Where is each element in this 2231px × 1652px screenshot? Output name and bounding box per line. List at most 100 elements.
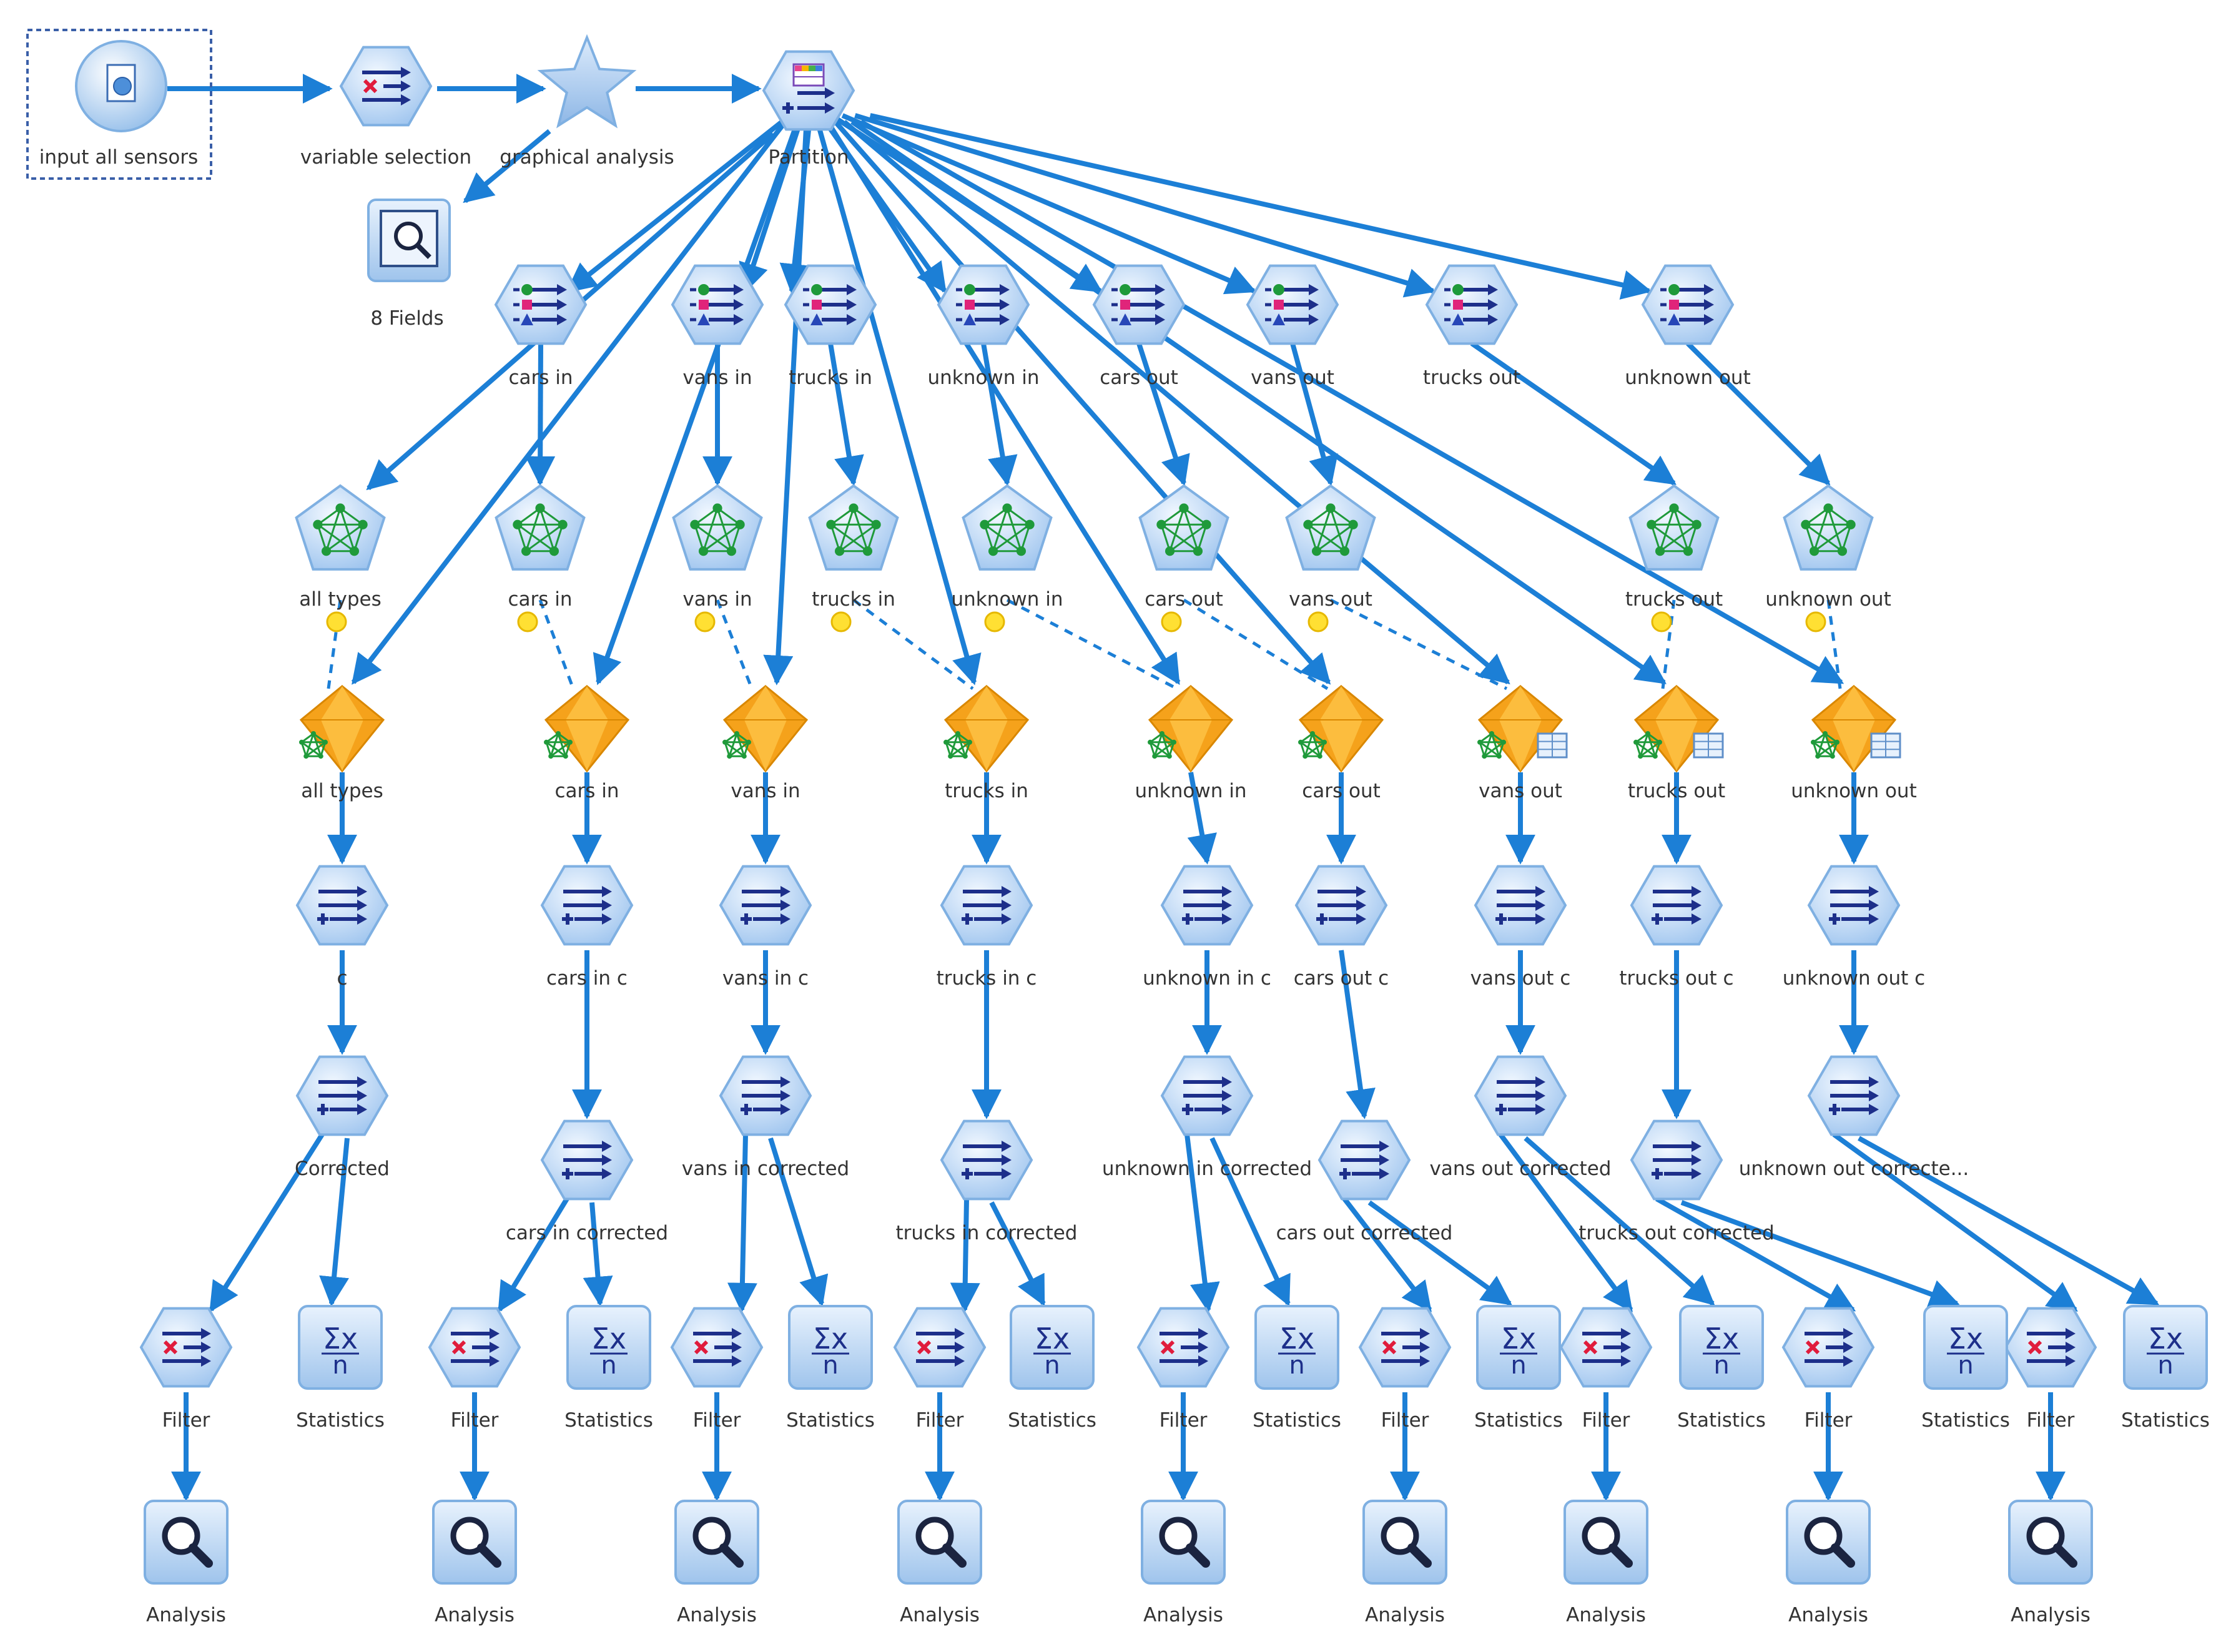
graphical-analysis-node[interactable]: graphical analysis (500, 34, 674, 169)
model-link (1183, 598, 1329, 691)
select-node-1[interactable]: vans in (671, 264, 764, 389)
derive-node-8[interactable]: unknown out c (1783, 865, 1925, 990)
analysis-node-8[interactable]: Analysis (2008, 1500, 2093, 1626)
analysis-node-7[interactable]: Analysis (1786, 1500, 1871, 1626)
nugget-label: cars out (1302, 780, 1381, 802)
model-nugget-5[interactable]: cars out (1298, 685, 1384, 802)
filter-node-4[interactable]: Filter (1136, 1307, 1230, 1432)
select-node-6[interactable]: trucks out (1423, 264, 1520, 389)
connection-arrow (850, 119, 1667, 685)
analysis-node-1[interactable]: Analysis (432, 1500, 517, 1626)
model-nugget-icon (1477, 685, 1564, 773)
derive-corrected-node-6[interactable]: vans out corrected (1430, 1055, 1612, 1180)
filter-node-0[interactable]: Filter (139, 1307, 233, 1432)
analysis-node-5[interactable]: Analysis (1362, 1500, 1447, 1626)
connection-arrow (854, 113, 1436, 298)
derive-corrected-node-5[interactable]: cars out corrected (1276, 1119, 1453, 1244)
derive-node-5[interactable]: cars out c (1294, 865, 1389, 990)
filter-node-3[interactable]: Filter (893, 1307, 987, 1432)
model-nugget-3[interactable]: trucks in (943, 685, 1030, 802)
neural-net-node-4[interactable]: unknown in (952, 484, 1063, 611)
derive-node-2[interactable]: vans in c (719, 865, 812, 990)
model-nugget-1[interactable]: cars in (544, 685, 630, 802)
neural-net-node-1[interactable]: cars in (495, 484, 586, 611)
derive-corrected-node-0[interactable]: Corrected (295, 1055, 390, 1180)
analysis-node-3[interactable]: Analysis (897, 1500, 982, 1626)
filter-node-7[interactable]: Filter (1781, 1307, 1875, 1432)
model-nugget-2[interactable]: vans in (722, 685, 809, 802)
neural-net-node-2[interactable]: vans in (672, 484, 763, 611)
star-icon (537, 34, 637, 129)
connection-arrow (1136, 342, 1190, 486)
select-node-0[interactable]: cars in (494, 264, 588, 389)
connection-arrow (1498, 1133, 1633, 1312)
neural-net-node-5[interactable]: cars out (1138, 484, 1229, 611)
network-badge-icon (722, 731, 751, 759)
filter-node-1[interactable]: Filter (428, 1307, 521, 1432)
derive-corrected-node-8[interactable]: unknown out correcte... (1739, 1055, 1969, 1180)
model-nugget-icon (1633, 685, 1720, 773)
derive-corrected-node-4[interactable]: unknown in corrected (1102, 1055, 1312, 1180)
derive-node-0[interactable]: c (295, 865, 389, 990)
analysis-node-0[interactable]: Analysis (144, 1500, 229, 1626)
derive-node-7[interactable]: trucks out c (1619, 865, 1734, 990)
select-node-7[interactable]: unknown out (1625, 264, 1751, 389)
variable-selection-node[interactable]: variable selection (300, 46, 471, 169)
select-node-5[interactable]: vans out (1246, 264, 1339, 389)
derive-node-3[interactable]: trucks in c (937, 865, 1037, 990)
filter-node-5[interactable]: Filter (1358, 1307, 1452, 1432)
connection-arrow (1858, 1136, 2160, 1306)
model-nugget-0[interactable]: all types (299, 685, 385, 802)
model-nugget-4[interactable]: unknown in (1135, 685, 1247, 802)
derive-label: cars in corrected (506, 1222, 668, 1244)
neural-net-node-0[interactable]: all types (295, 484, 386, 611)
analysis-node-4[interactable]: Analysis (1141, 1500, 1226, 1626)
select-icon (1111, 284, 1165, 325)
select-node-2[interactable]: trucks in (784, 264, 877, 389)
select-node-3[interactable]: unknown in (928, 264, 1040, 389)
analysis-node-6[interactable]: Analysis (1564, 1500, 1648, 1626)
refresh-dot-icon (517, 611, 538, 632)
connection-arrow-to-fields (463, 129, 551, 204)
filter-node-2[interactable]: Filter (670, 1307, 764, 1432)
model-nugget-7[interactable]: trucks out (1628, 685, 1725, 802)
filter-node-8[interactable]: Filter (2004, 1307, 2097, 1432)
derive-corrected-node-3[interactable]: trucks in corrected (896, 1119, 1078, 1244)
partition-label: Partition (768, 146, 849, 169)
analysis-node-2[interactable]: Analysis (674, 1500, 759, 1626)
connection-arrow (763, 121, 809, 686)
neural-net-node-8[interactable]: unknown out (1765, 484, 1891, 611)
select-node-4[interactable]: cars out (1092, 264, 1186, 389)
derive-label: trucks in c (937, 967, 1037, 990)
connection-arrow (828, 343, 864, 486)
source-node[interactable]: input all sensors (26, 29, 212, 180)
derive-corrected-node-2[interactable]: vans in corrected (682, 1055, 849, 1180)
derive-node-6[interactable]: vans out c (1470, 865, 1571, 990)
derive-node-1[interactable]: cars in c (540, 865, 634, 990)
model-nugget-6[interactable]: vans out (1477, 685, 1568, 802)
model-label: vans in (682, 588, 752, 611)
neural-net-node-6[interactable]: vans out (1285, 484, 1376, 611)
connection-arrow (825, 120, 1181, 686)
filter-label: Filter (1160, 1409, 1208, 1432)
filter-node-6[interactable]: Filter (1559, 1307, 1653, 1432)
fields-node[interactable]: 8 Fields (367, 199, 451, 330)
model-nugget-8[interactable]: unknown out (1791, 685, 1917, 802)
derive-corrected-node-7[interactable]: trucks out corrected (1578, 1119, 1775, 1244)
table-icon (380, 210, 438, 267)
neural-net-node-3[interactable]: trucks in (808, 484, 899, 611)
neural-net-icon (690, 503, 745, 556)
partition-node[interactable]: Partition (762, 50, 855, 169)
derive-node-4[interactable]: unknown in c (1143, 865, 1271, 990)
derive-corrected-node-1[interactable]: cars in corrected (506, 1119, 668, 1244)
neural-net-node-7[interactable]: trucks out (1625, 484, 1723, 611)
